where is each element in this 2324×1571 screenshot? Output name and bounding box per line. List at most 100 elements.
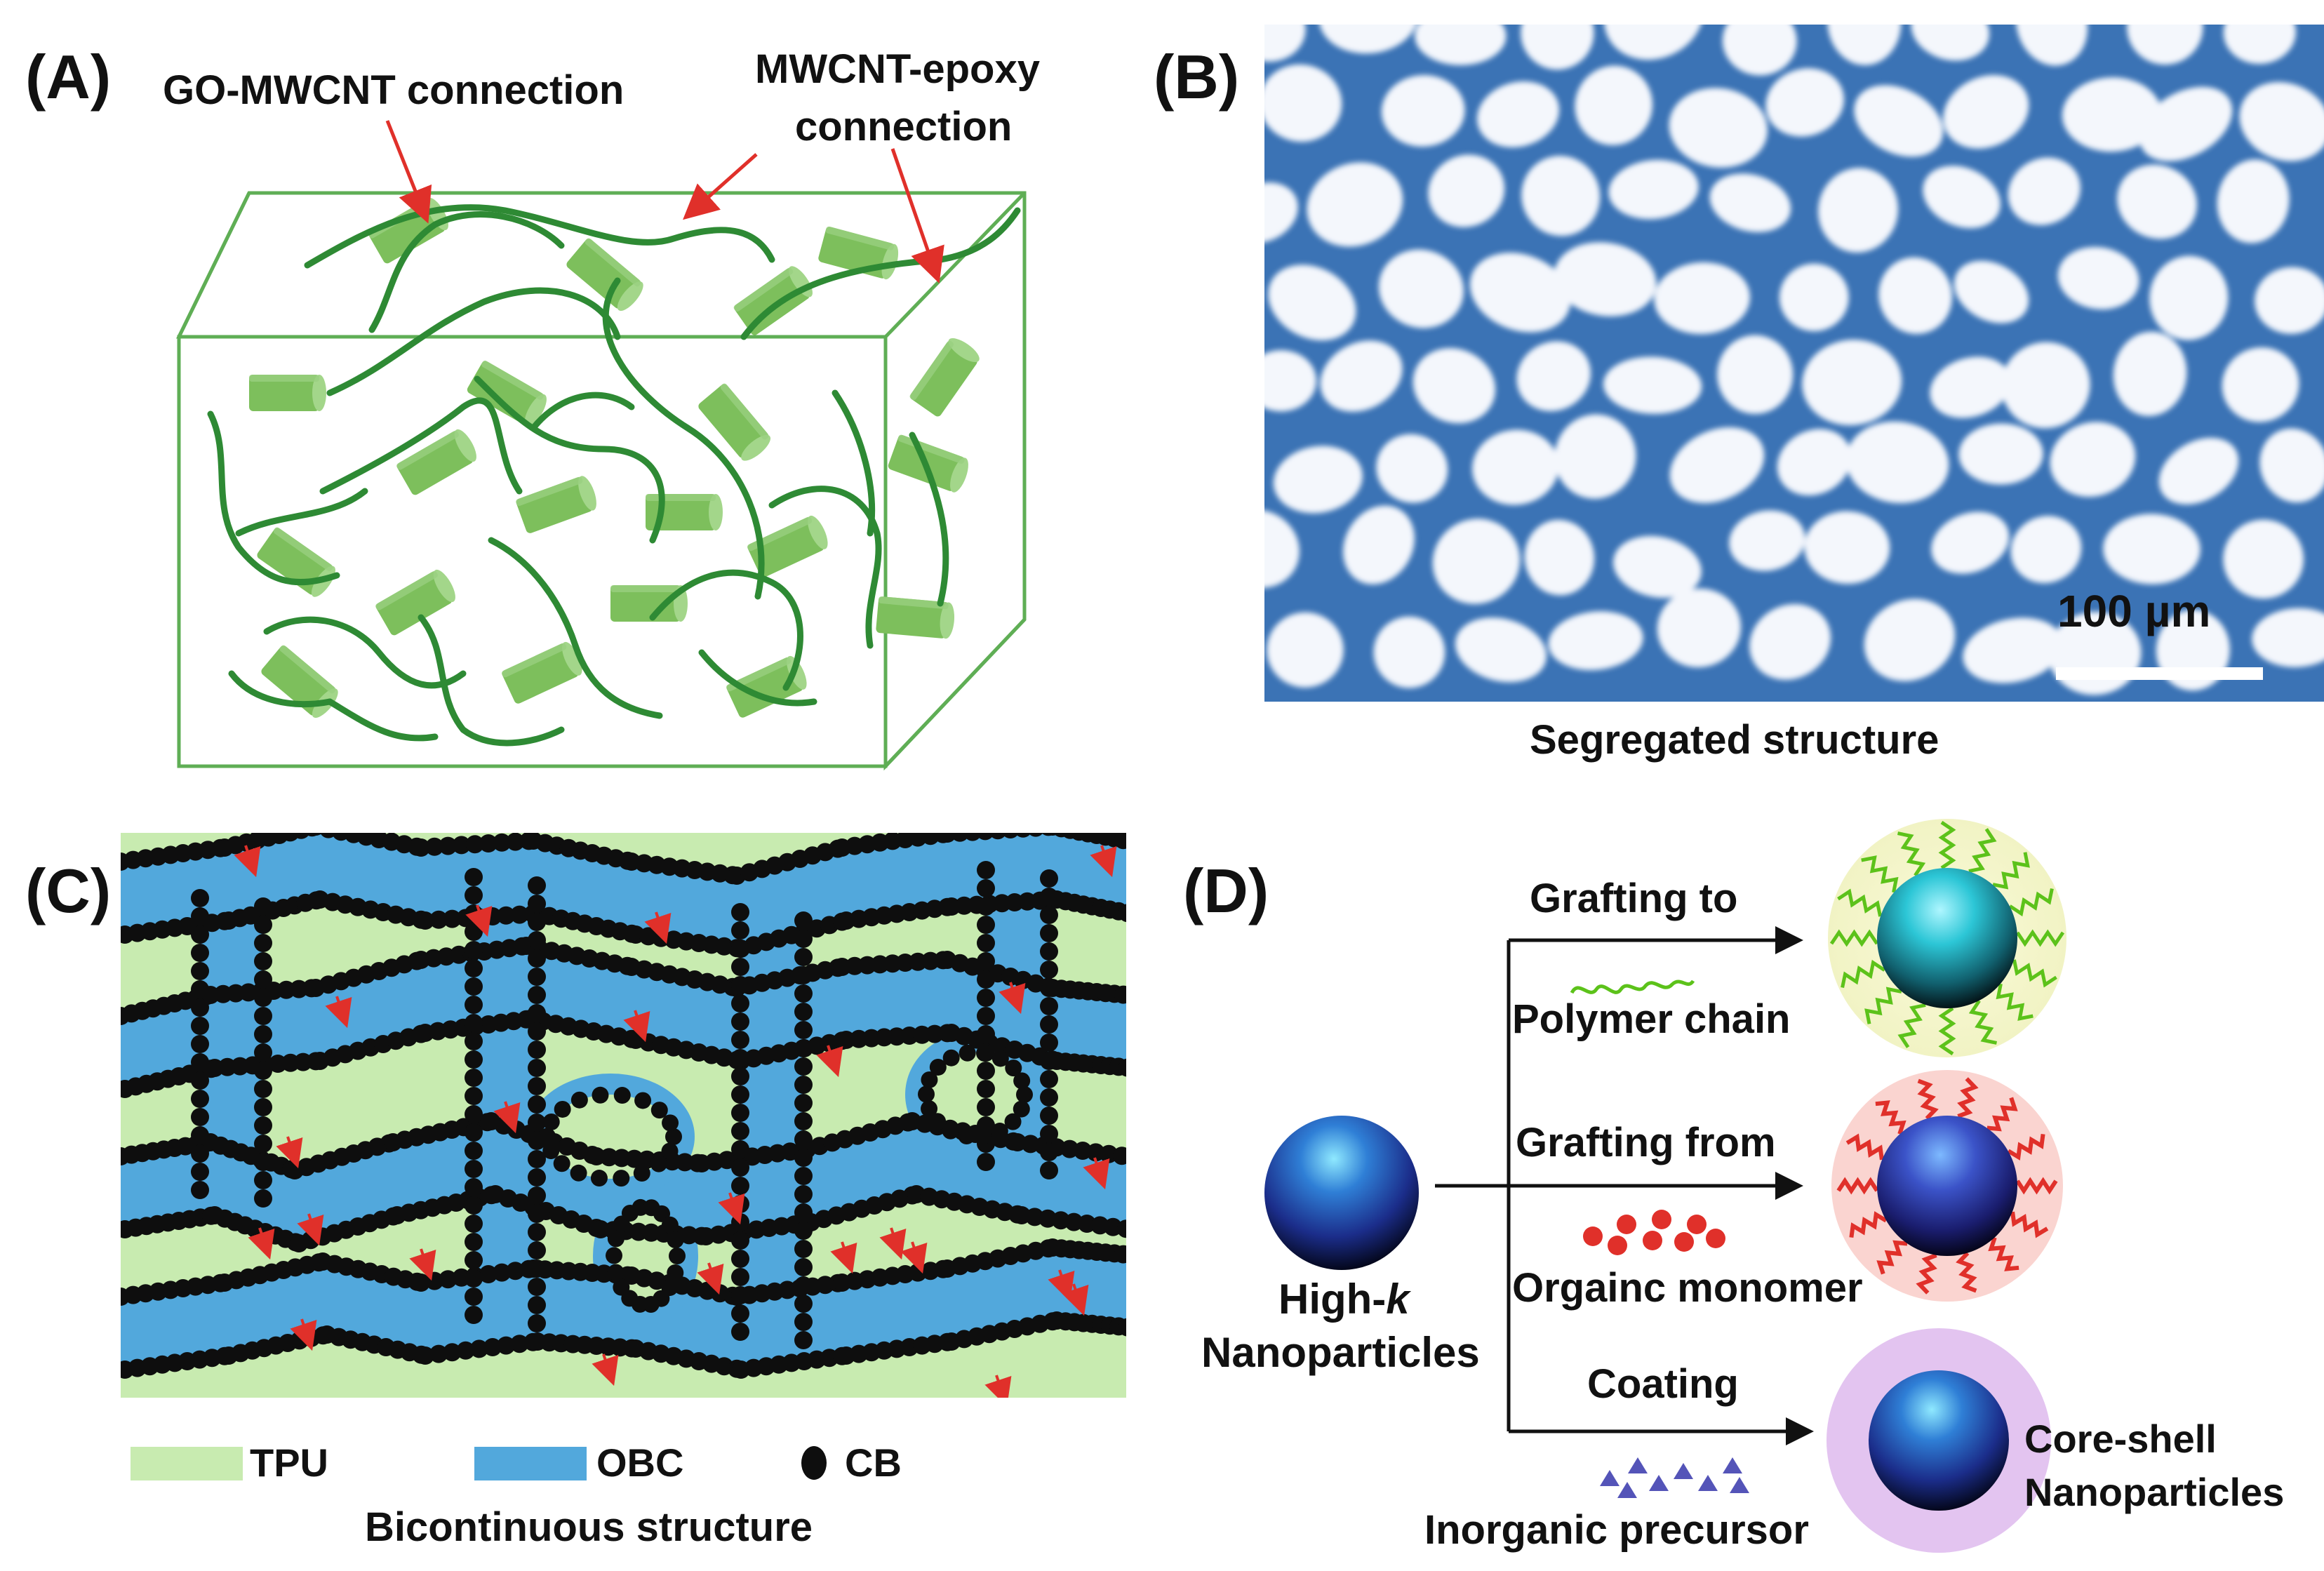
cb-particle xyxy=(254,1153,272,1171)
cb-particle xyxy=(510,905,529,924)
cb-particle xyxy=(977,1080,995,1098)
cb-particle xyxy=(465,977,483,996)
micrograph-grain xyxy=(1864,599,1956,681)
cb-particle xyxy=(1040,888,1058,906)
micrograph-grain xyxy=(1729,510,1805,571)
micrograph-grain xyxy=(1709,173,1791,232)
cb-particle xyxy=(465,1105,483,1123)
go-platelet xyxy=(566,238,643,312)
micrograph-grain xyxy=(1264,25,1306,62)
go-platelet xyxy=(375,569,455,636)
micrograph-grain xyxy=(2001,342,2090,429)
cb-particle xyxy=(667,1264,684,1282)
cb-particle xyxy=(191,907,209,925)
micrograph-grain xyxy=(2008,157,2081,225)
polymer-chain xyxy=(2007,1134,2045,1161)
cb-particle xyxy=(1040,1015,1058,1034)
go-platelet xyxy=(726,655,807,718)
red-arrow-icon xyxy=(683,153,758,220)
cb-particle xyxy=(661,1142,679,1160)
cb-particle xyxy=(1013,1100,1030,1118)
legend-swatch-cb xyxy=(801,1446,827,1480)
cb-particle xyxy=(542,1142,560,1160)
panel-label-a: (A) xyxy=(25,42,111,112)
cb-particle xyxy=(465,1032,483,1050)
micrograph-grain xyxy=(1373,616,1445,688)
cb-particle xyxy=(254,1080,272,1098)
tpu-island xyxy=(926,1052,1024,1137)
cb-particle xyxy=(416,1346,434,1365)
micrograph-grain xyxy=(2113,331,2187,416)
micrograph-grain xyxy=(1268,265,1356,341)
red-arrow-icon xyxy=(1083,1157,1110,1190)
red-arrow-icon xyxy=(493,1101,521,1134)
cb-particle xyxy=(731,903,749,921)
panel-b: (B) 100 µm Segregated structure xyxy=(1154,25,2324,763)
cb-particle xyxy=(254,934,272,952)
cb-particle xyxy=(731,1067,749,1085)
micrograph-grain xyxy=(1802,340,1902,426)
cb-particle xyxy=(977,1007,995,1025)
polymer-chain xyxy=(1988,1236,2019,1271)
route-label-grafting-from: Grafting from xyxy=(1516,1120,1776,1165)
cb-particle xyxy=(528,1077,546,1095)
micrograph-grain xyxy=(1963,617,2063,683)
cb-particle xyxy=(1040,942,1058,961)
micrograph-grain xyxy=(1930,356,2011,418)
go-platelet xyxy=(396,429,476,495)
cb-particle xyxy=(731,1304,749,1323)
caption-segregated: Segregated structure xyxy=(1530,717,1939,763)
cb-particle xyxy=(570,1164,587,1182)
epoxy-matrix-box xyxy=(175,191,1027,771)
cb-particle xyxy=(452,836,471,855)
cb-particle xyxy=(977,1098,995,1116)
micrograph-grain xyxy=(1958,423,2043,485)
cb-particle xyxy=(1040,979,1058,997)
micrograph-grain xyxy=(1524,519,1595,596)
panel-c: (C) TPU OBC CB Bicontinuous structure xyxy=(25,833,1126,1550)
cb-particle xyxy=(1002,833,1019,838)
cb-particle xyxy=(921,1100,938,1118)
cb-particle xyxy=(794,984,813,1003)
polymer-chain xyxy=(2015,929,2065,947)
micrograph-grain xyxy=(2139,86,2233,161)
micrograph-grain xyxy=(2222,347,2299,422)
cb-particle xyxy=(493,1263,512,1282)
cb-particle xyxy=(794,1021,813,1039)
micrograph-grain xyxy=(1469,253,1571,333)
polymer-chain xyxy=(1992,852,2030,890)
cb-particle xyxy=(1040,1107,1058,1125)
sphere-icon xyxy=(1869,1370,2009,1511)
micrograph-grain xyxy=(1854,85,1944,157)
cb-particle xyxy=(191,1071,209,1090)
cb-particle xyxy=(191,1144,209,1163)
micrograph-grain xyxy=(1804,511,1890,584)
micrograph-grain xyxy=(2259,428,2324,503)
sphere-icon xyxy=(1877,1116,2017,1256)
cb-particle xyxy=(191,962,209,980)
cb-particle xyxy=(1040,961,1058,979)
micrograph-grain xyxy=(1378,249,1464,328)
legend-swatch-tpu xyxy=(131,1447,243,1480)
cb-particle xyxy=(191,998,209,1017)
cb-particle xyxy=(528,1114,546,1132)
red-arrow-icon xyxy=(644,911,672,944)
polymer-chain xyxy=(2012,959,2057,988)
cb-particle xyxy=(191,925,209,944)
cb-particle xyxy=(528,1241,546,1259)
polymer-chain xyxy=(1916,1253,1937,1295)
cb-particle xyxy=(977,970,995,989)
cb-particle xyxy=(465,1050,483,1069)
cb-particle xyxy=(254,989,272,1007)
polymer-chain xyxy=(1938,820,1956,870)
micrograph-grain xyxy=(2117,164,2197,239)
cb-particle xyxy=(528,876,546,895)
polymer-chain xyxy=(1864,987,1902,1024)
cb-particle xyxy=(1005,1059,1022,1077)
red-arrow-icon xyxy=(718,1192,745,1225)
cb-particle xyxy=(633,1165,650,1182)
cb-particle xyxy=(465,1233,483,1251)
cb-particle xyxy=(1013,1072,1031,1090)
cb-particle xyxy=(669,1248,686,1264)
legend-c: TPU OBC CB xyxy=(131,1440,902,1485)
